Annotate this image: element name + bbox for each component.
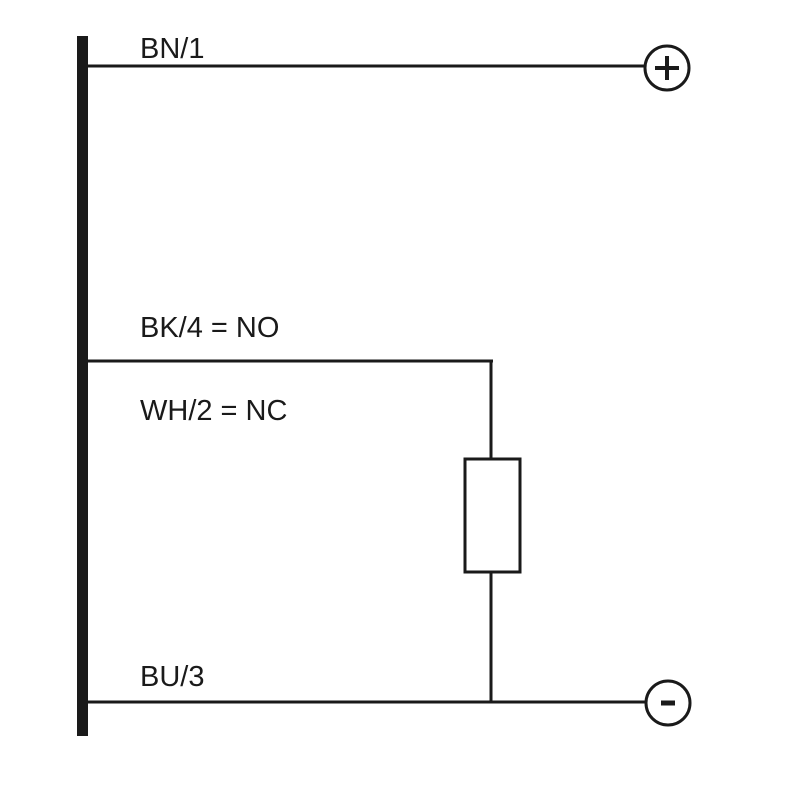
plus-terminal-icon <box>643 44 691 92</box>
minus-terminal-icon <box>644 679 692 727</box>
label-wh: WH/2 = NC <box>140 395 287 427</box>
label-bk: BK/4 = NO <box>140 312 279 344</box>
load-resistor <box>463 457 522 574</box>
label-bn: BN/1 <box>140 33 204 65</box>
label-bu: BU/3 <box>140 661 204 693</box>
sensor-bar <box>77 36 88 736</box>
